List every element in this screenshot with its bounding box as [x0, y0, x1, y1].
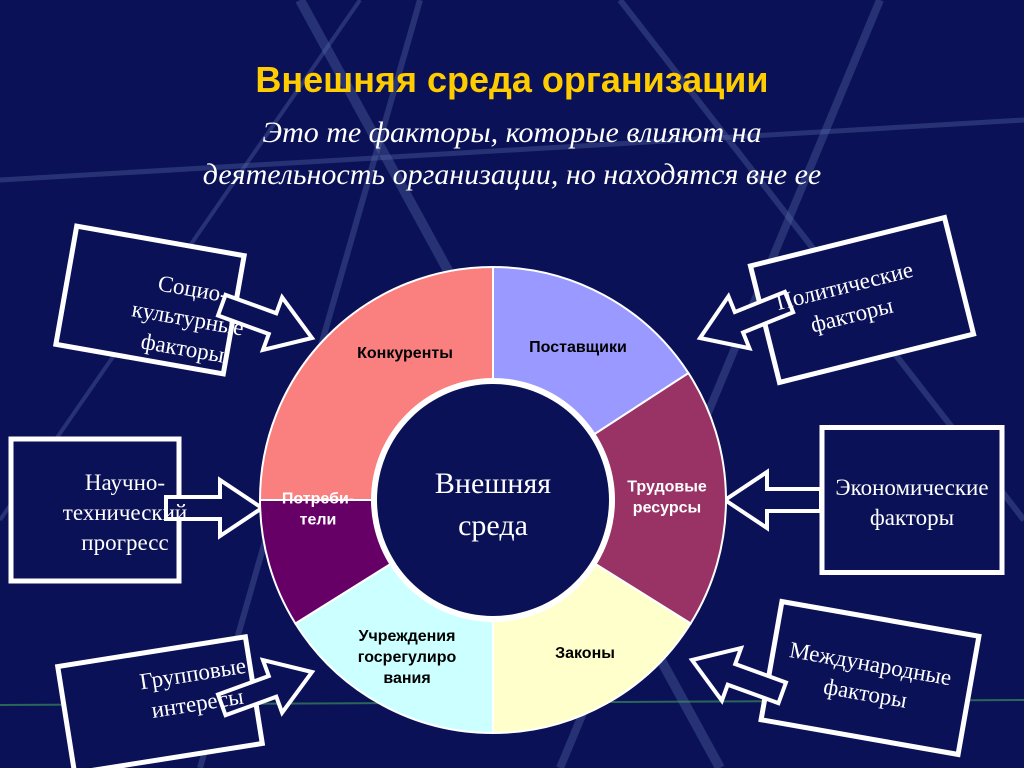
- factor-label-economic-line: факторы: [870, 505, 954, 530]
- factor-box-economic: [819, 425, 1005, 575]
- factor-label-scitech-line: прогресс: [81, 530, 168, 555]
- segment-label-agencies-line: госрегулиро: [358, 649, 457, 666]
- factor-label-economic: Экономические факторы: [835, 475, 988, 530]
- factor-group: Групповыеинтересы: [54, 633, 316, 768]
- segment-label-suppliers: Поставщики: [529, 339, 627, 356]
- factor-international: Международныефакторы: [688, 598, 982, 758]
- segment-label-competitors: Конкуренты: [357, 345, 453, 362]
- segment-label-consumers-line: тели: [300, 512, 337, 529]
- factor-economic: Экономические факторы: [721, 425, 1005, 575]
- factor-political: Политическиефакторы: [696, 214, 977, 386]
- segment-label-suppliers-line: Поставщики: [529, 339, 627, 356]
- subtitle-line-2: деятельность организации, но находятся в…: [203, 158, 821, 191]
- center-label-line-1: Внешняя: [435, 467, 551, 500]
- factor-sociocultural: Социо-культурныефакторы: [52, 223, 316, 377]
- arrow-sociocultural: [215, 292, 316, 353]
- segment-label-labor: Трудовые ресурсы: [627, 479, 707, 517]
- segment-label-laws: Законы: [555, 645, 615, 662]
- segment-label-agencies: Учреждения госрегулиро вания: [358, 628, 457, 687]
- page-title: Внешняя среда организации: [255, 59, 768, 100]
- segment-label-competitors-line: Конкуренты: [357, 345, 453, 362]
- segment-label-agencies-line: Учреждения: [359, 628, 456, 645]
- factor-boxes: Социо-культурныефакторыНаучно-технически…: [8, 214, 1005, 768]
- arrow-group: [215, 657, 316, 718]
- subtitle-line-1: Это те факторы, которые влияют на: [262, 116, 761, 149]
- center-circle: [377, 384, 609, 616]
- factor-label-economic-line: Экономические: [835, 475, 988, 500]
- arrow-political: [696, 289, 796, 351]
- segment-label-consumers-line: Потреби-: [282, 491, 354, 508]
- segment-label-labor-line: ресурсы: [633, 500, 701, 517]
- segment-label-labor-line: Трудовые: [627, 479, 707, 496]
- center-label-line-2: среда: [458, 509, 528, 542]
- segment-label-laws-line: Законы: [555, 645, 615, 662]
- factor-label-scitech-line: Научно-: [85, 470, 165, 495]
- segment-label-agencies-line: вания: [383, 670, 430, 687]
- arrow-international: [688, 645, 789, 706]
- factor-scitech: Научно-технический прогресс: [8, 436, 266, 584]
- segment-label-consumers: Потреби-тели: [282, 491, 354, 529]
- arrow-scitech: [164, 476, 266, 540]
- factor-label-scitech: Научно-технический прогресс: [63, 470, 187, 555]
- factor-box-international: [758, 598, 982, 758]
- arrow-economic: [721, 468, 823, 532]
- factor-label-scitech-line: технический: [63, 500, 187, 525]
